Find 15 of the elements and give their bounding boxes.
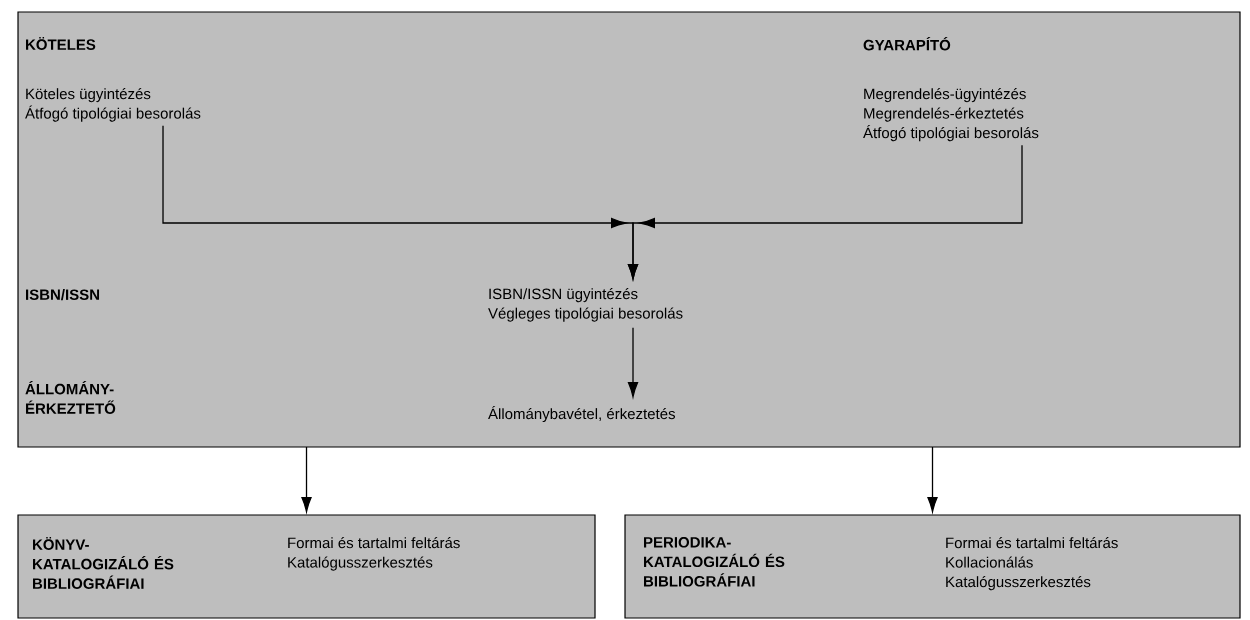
section-heading: KÖTELES <box>26 37 96 50</box>
department-box: KÖNYV- KATALOGIZÁLÓ ÉS BIBLIOGRÁFIAI Formai és tartalmi feltárás Katalógusszerkesztés <box>17 514 596 619</box>
arrow <box>301 446 312 513</box>
department-box: PERIODIKA- KATALOGIZÁLÓ ÉS BIBLIOGRÁFIAI Formai és tartalmi feltárás Kollacionálás Katalógusszerkesztés <box>624 514 1241 619</box>
task-list: Megrendelés-ügyintézés Megrendelés-érkeztetés Átfogó tipológiai besorolás <box>863 88 1039 142</box>
department-box <box>17 11 1241 448</box>
task-list: Köteles ügyintézés Átfogó tipológiai besorolás <box>25 88 201 122</box>
arrow <box>627 327 639 398</box>
task-list: Állománybavétel, érkeztetés <box>488 406 675 423</box>
arrow <box>927 446 938 513</box>
arrow <box>627 144 1023 280</box>
section-heading: ISBN/ISSN <box>26 289 99 301</box>
section-heading: ÁLLOMÁNY- ÉRKEZTETŐ <box>25 381 116 414</box>
section-heading: GYARAPÍTÓ <box>863 37 951 51</box>
task-list: ISBN/ISSN ügyintézés Végleges tipológiai besorolás <box>488 288 683 322</box>
